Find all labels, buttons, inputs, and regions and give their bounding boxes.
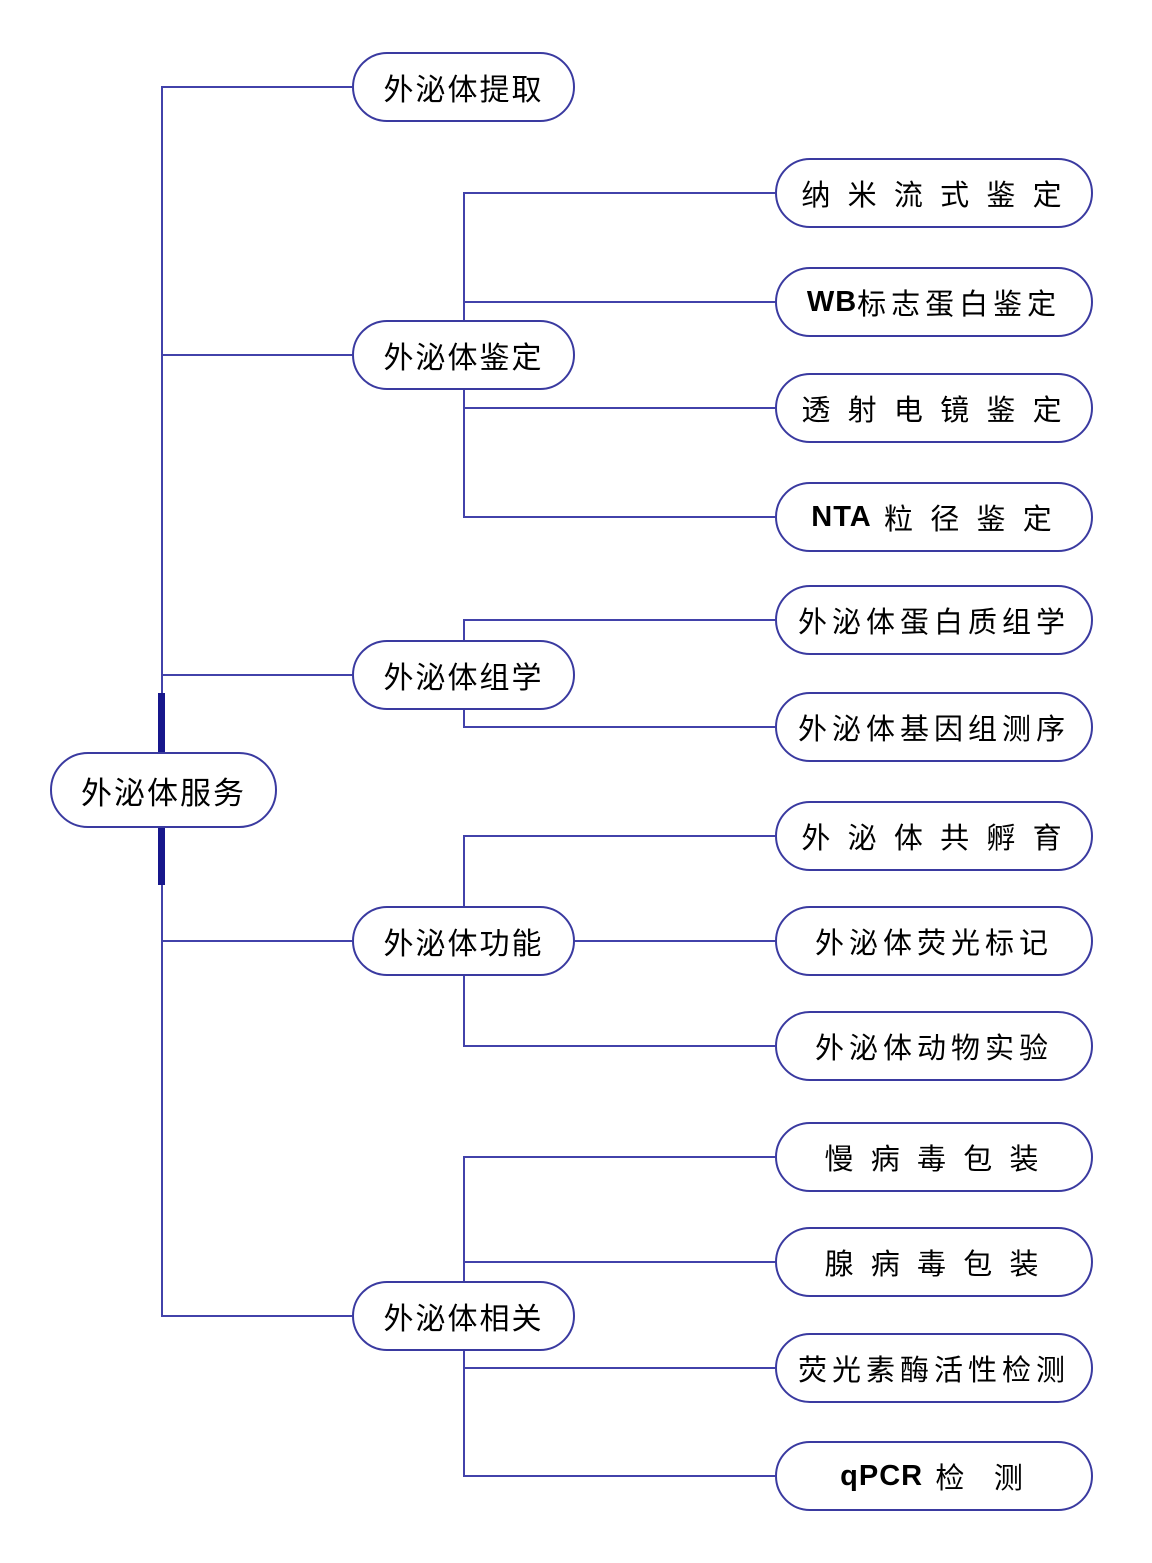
node-omics: 外泌体组学 bbox=[352, 640, 575, 710]
node-label: 透 射 电 镜 鉴 定 bbox=[801, 395, 1067, 427]
branch-connector bbox=[161, 940, 352, 942]
leaf-connector bbox=[463, 619, 775, 621]
node-label: 慢 病 毒 包 装 bbox=[824, 1144, 1044, 1176]
node-label: 外泌体荧光标记 bbox=[814, 928, 1053, 960]
leaf-connector bbox=[463, 835, 775, 837]
leaf-connector bbox=[463, 301, 775, 303]
leaf-adenovirus-packaging: 腺 病 毒 包 装 bbox=[775, 1227, 1093, 1297]
node-label-latin: qPCR bbox=[840, 1459, 924, 1492]
node-label: 外泌体功能 bbox=[383, 928, 544, 961]
node-label: 标志蛋白鉴定 bbox=[857, 289, 1062, 321]
branch-connector bbox=[161, 674, 352, 676]
leaf-connector bbox=[463, 1156, 775, 1158]
leaf-connector bbox=[463, 1045, 775, 1047]
node-related: 外泌体相关 bbox=[352, 1281, 575, 1351]
leaf-animal-experiment: 外泌体动物实验 bbox=[775, 1011, 1093, 1081]
leaf-connector bbox=[463, 192, 775, 194]
node-identification: 外泌体鉴定 bbox=[352, 320, 575, 390]
leaf-genome-sequencing: 外泌体基因组测序 bbox=[775, 692, 1093, 762]
leaf-proteomics: 外泌体蛋白质组学 bbox=[775, 585, 1093, 655]
leaf-connector bbox=[463, 516, 775, 518]
leaf-connector bbox=[463, 1367, 775, 1369]
leaf-qpcr-detection: qPCR 检 测 bbox=[775, 1441, 1093, 1511]
root-node-exosome-services: 外泌体服务 bbox=[50, 752, 277, 828]
node-label: 粒 径 鉴 定 bbox=[871, 504, 1057, 536]
node-function: 外泌体功能 bbox=[352, 906, 575, 976]
node-label: 外泌体提取 bbox=[383, 74, 544, 107]
leaf-connector bbox=[463, 726, 775, 728]
node-label: 外泌体基因组测序 bbox=[797, 714, 1070, 746]
node-label-latin: NTA bbox=[811, 500, 872, 533]
leaf-fluorescent-labeling: 外泌体荧光标记 bbox=[775, 906, 1093, 976]
leaf-nano-flow-identification: 纳 米 流 式 鉴 定 bbox=[775, 158, 1093, 228]
node-label: 外泌体组学 bbox=[383, 662, 544, 695]
node-label: 检 测 bbox=[923, 1463, 1028, 1495]
node-label: 荧光素酶活性检测 bbox=[797, 1355, 1070, 1387]
leaf-connector bbox=[463, 1261, 775, 1263]
node-label: 外泌体鉴定 bbox=[383, 342, 544, 375]
leaf-luciferase-assay: 荧光素酶活性检测 bbox=[775, 1333, 1093, 1403]
branch-connector bbox=[161, 1315, 352, 1317]
node-label: 外泌体蛋白质组学 bbox=[797, 607, 1070, 639]
leaf-nta-particle-size: NTA 粒 径 鉴 定 bbox=[775, 482, 1093, 552]
node-label: 腺 病 毒 包 装 bbox=[824, 1249, 1044, 1281]
node-label: 外泌体服务 bbox=[81, 775, 246, 811]
leaf-lentivirus-packaging: 慢 病 毒 包 装 bbox=[775, 1122, 1093, 1192]
node-label: 外泌体相关 bbox=[383, 1303, 544, 1336]
node-label: 外 泌 体 共 孵 育 bbox=[801, 823, 1067, 855]
node-label-latin: WB bbox=[806, 285, 858, 318]
node-extraction: 外泌体提取 bbox=[352, 52, 575, 122]
branch-connector bbox=[161, 354, 352, 356]
node-label: 纳 米 流 式 鉴 定 bbox=[801, 180, 1067, 212]
leaf-tem-identification: 透 射 电 镜 鉴 定 bbox=[775, 373, 1093, 443]
leaf-co-incubation: 外 泌 体 共 孵 育 bbox=[775, 801, 1093, 871]
branch-connector bbox=[161, 86, 352, 88]
node-label: 外泌体动物实验 bbox=[814, 1033, 1053, 1065]
leaf-connector bbox=[463, 407, 775, 409]
leaf-connector bbox=[463, 940, 775, 942]
leaf-connector bbox=[463, 1475, 775, 1477]
